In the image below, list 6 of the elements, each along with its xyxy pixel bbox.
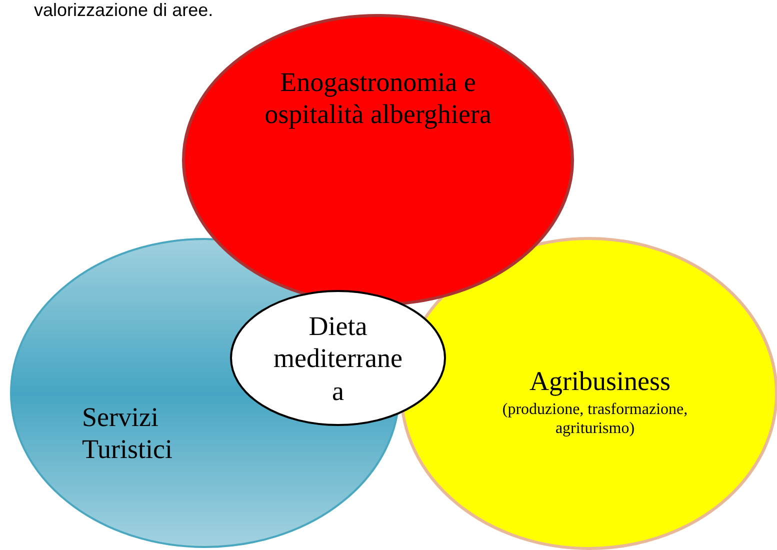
- heading-text: valorizzazione di aree.: [34, 0, 214, 21]
- node-title: Enogastronomia e ospitalità alberghiera: [264, 66, 492, 131]
- node-title: Agribusiness: [528, 365, 672, 398]
- node-title: Servizi Turistici: [82, 401, 174, 466]
- node-title: Dieta mediterranea: [272, 310, 404, 408]
- node-subtitle: (produzione, trasformazione, agriturismo): [501, 400, 689, 438]
